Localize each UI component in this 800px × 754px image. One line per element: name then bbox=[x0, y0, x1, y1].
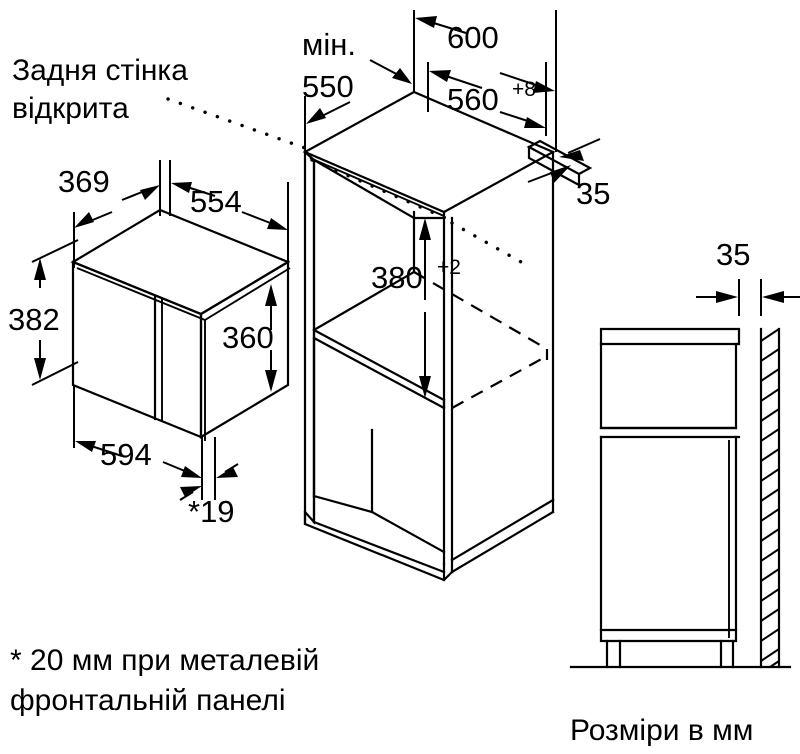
dim-380-value: 380 bbox=[371, 260, 423, 295]
dim-382-arrowhead-down bbox=[34, 358, 46, 380]
lower-compartment-floor-right bbox=[370, 510, 446, 554]
dimension-600: 600 bbox=[413, 10, 557, 152]
dim-594-value: 594 bbox=[100, 437, 152, 472]
note-back-wall-line2: відкрита bbox=[12, 92, 129, 125]
dim-369-value: 369 bbox=[58, 164, 110, 199]
note-back-wall-line1: Задня стінка bbox=[12, 54, 188, 87]
dim-554-arrowhead-left bbox=[171, 182, 192, 193]
plinth-inner-line bbox=[312, 520, 446, 574]
shelf-rear-diagonal bbox=[312, 270, 416, 332]
shelf-front-edge bbox=[312, 336, 446, 410]
cabinet-niche-isometric bbox=[302, 90, 556, 582]
dim-382-arrowhead-up bbox=[34, 258, 46, 280]
dim-369-arrowhead-right bbox=[140, 185, 160, 200]
dimension-382: 382 bbox=[8, 239, 79, 386]
dimension-360: 360 bbox=[222, 284, 277, 392]
dim-19-value: *19 bbox=[188, 494, 235, 529]
dim-594-arrowhead-right bbox=[181, 466, 202, 478]
dim-380-arrowhead-up bbox=[419, 218, 431, 240]
dim-min-label: мін. bbox=[302, 27, 356, 62]
side-view-cabinet bbox=[569, 327, 792, 669]
cabinet-plinth bbox=[303, 510, 454, 582]
dimension-560: 560 +8 bbox=[427, 62, 547, 136]
dimension-min-550: мін. 550 bbox=[302, 22, 415, 152]
dim-380-tolerance: +2 bbox=[437, 256, 461, 279]
plinth-right-edge bbox=[450, 510, 555, 574]
dim-35-arrowhead-upper bbox=[559, 150, 584, 161]
appliance-side-top-offset bbox=[204, 267, 291, 321]
upper-compartment-back-top-rail bbox=[312, 158, 416, 220]
dim-19-arrowhead-left bbox=[180, 486, 202, 497]
dim-380-arrowhead-down bbox=[419, 376, 431, 398]
dimension-369: 369 bbox=[58, 160, 161, 268]
dim-360-arrowhead-up bbox=[265, 284, 277, 306]
dimension-380: 380 +2 bbox=[371, 218, 461, 398]
side-view-wall-hatching bbox=[760, 328, 780, 668]
dim-560-value: 560 bbox=[447, 82, 499, 117]
dashed-projection-lower bbox=[451, 355, 548, 409]
dim-35-arrowhead-lower bbox=[550, 165, 571, 183]
dim-554-value: 554 bbox=[190, 184, 242, 219]
side-view-lower-door bbox=[599, 435, 738, 643]
top-face-dotted-line bbox=[310, 158, 450, 221]
dim-382-value: 382 bbox=[8, 302, 60, 337]
dim-550-arrowhead-right bbox=[392, 68, 412, 84]
dim-369-arrowhead-left bbox=[74, 212, 94, 228]
dim-35-wall-gap-value: 35 bbox=[716, 237, 750, 272]
appliance-front-top-offset bbox=[76, 267, 206, 321]
dim-550-arrowhead-left bbox=[306, 108, 326, 124]
cabinet-bottom-right-edge bbox=[450, 498, 555, 562]
dim-min-depth-value: 550 bbox=[302, 69, 354, 104]
dimension-19: *19 bbox=[179, 437, 239, 529]
dim-594-arrowhead-left bbox=[75, 441, 96, 452]
dim-560-arrowhead-left bbox=[429, 70, 451, 82]
dim-560-tolerance: +8 bbox=[512, 78, 536, 101]
dim-560-arrowhead-right bbox=[524, 117, 546, 128]
dim-382-ext-top bbox=[31, 239, 79, 263]
dim-360-arrowhead-down bbox=[265, 370, 277, 392]
dim-382-ext-bottom bbox=[31, 361, 79, 386]
top-panel-slab bbox=[526, 139, 593, 176]
dim-600-value: 600 bbox=[447, 20, 499, 55]
dim-35-top-panel-value: 35 bbox=[576, 176, 610, 211]
dim-360-value: 360 bbox=[222, 320, 274, 355]
dim-554-arrowhead-right bbox=[267, 218, 288, 230]
dimension-554: 554 bbox=[169, 160, 289, 266]
dimension-35-top-panel: 35 bbox=[527, 138, 610, 211]
dashed-projection-upper bbox=[413, 271, 548, 350]
footnote-line1: * 20 мм при металевій bbox=[10, 644, 319, 677]
lower-compartment-floor-left bbox=[312, 494, 374, 514]
footnote-line2: фронтальній панелі bbox=[10, 684, 286, 717]
dim-35-gap-arrowhead-left bbox=[716, 291, 738, 303]
dim-19-arrowhead-right bbox=[216, 467, 238, 478]
shelf-top-edge bbox=[312, 328, 446, 402]
dimension-35-wall-gap: 35 bbox=[696, 237, 800, 316]
dim-600-arrowhead-right bbox=[533, 81, 555, 93]
dim-600-arrowhead-left bbox=[415, 16, 437, 28]
dim-35-gap-arrowhead-right bbox=[762, 291, 784, 303]
units-note: Розміри в мм bbox=[570, 714, 753, 747]
dim-35-leader-upper bbox=[567, 138, 601, 154]
side-view-worktop bbox=[599, 327, 741, 346]
